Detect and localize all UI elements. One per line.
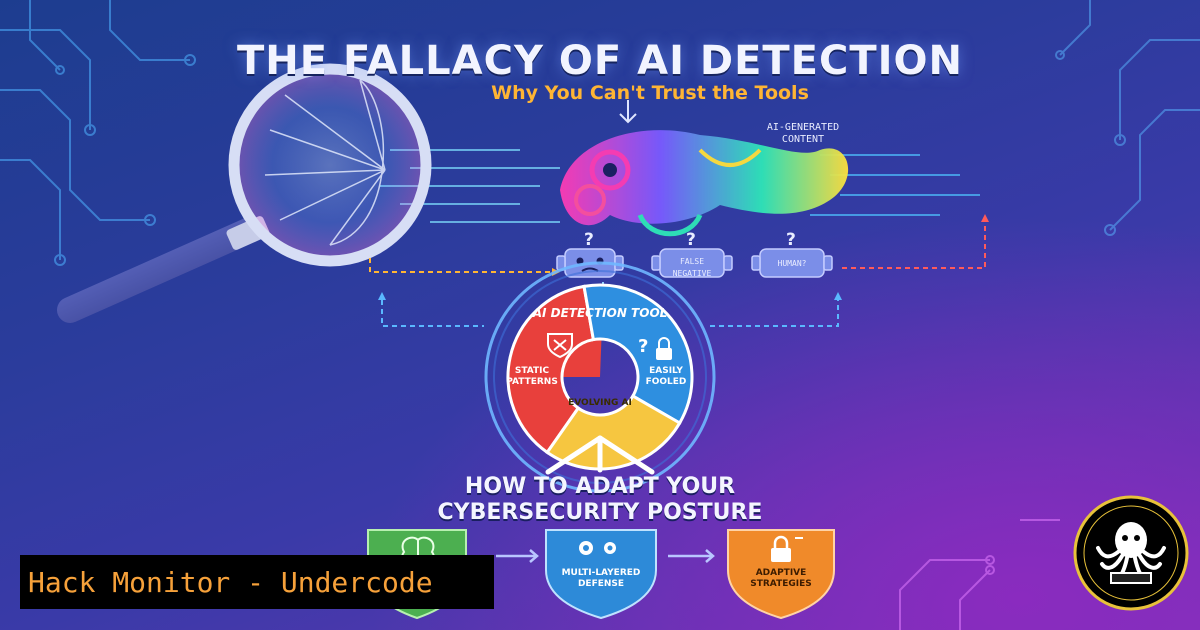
svg-text:?: ? xyxy=(686,230,696,250)
adapt-heading-line-2: CYBERSECURITY POSTURE xyxy=(437,500,763,525)
shield-x-icon xyxy=(547,333,573,359)
content-label: AI-GENERATED CONTENT xyxy=(766,122,840,145)
svg-text:?: ? xyxy=(638,336,648,357)
segment-label-evolving: EVOLVING AI xyxy=(568,398,632,408)
svg-text:?: ? xyxy=(584,230,594,250)
detection-tool-title: AI DETECTION TOOL xyxy=(532,306,668,320)
ai-chameleon-graphic xyxy=(560,130,849,237)
segment-label-fooled: EASILY FOOLED xyxy=(645,366,687,387)
lock-question-icon: ? xyxy=(638,336,672,360)
gears-icon xyxy=(579,541,616,555)
step-label-multi-layered: MULTI-LAYERED DEFENSE xyxy=(561,568,641,589)
padlock-icon xyxy=(771,535,803,562)
step-arrows xyxy=(496,549,715,563)
segment-static xyxy=(506,284,596,455)
up-arrow-icon xyxy=(545,435,655,475)
question-mark-icons: ??? xyxy=(584,230,796,250)
page-subtitle: Why You Can't Trust the Tools xyxy=(491,82,809,104)
adapt-heading: HOW TO ADAPT YOUR CYBERSECURITY POSTURE xyxy=(0,474,1200,526)
circuit-traces-left xyxy=(0,0,196,266)
magnifying-glass-icon xyxy=(57,63,432,323)
svg-text:?: ? xyxy=(786,230,796,250)
brand-banner: Hack Monitor - Undercode xyxy=(20,555,494,609)
circuit-traces-right xyxy=(1055,0,1200,236)
octopus-logo-icon xyxy=(1073,495,1189,611)
bot-label-human: HUMAN? xyxy=(777,259,807,268)
bot-label-false-negative: FALSE NEGATIVE xyxy=(672,257,712,278)
down-arrow-icon xyxy=(619,100,637,124)
brand-banner-text: Hack Monitor - Undercode xyxy=(28,565,433,599)
circuit-traces-bottom-right xyxy=(899,519,1060,630)
step-label-adaptive: ADAPTIVE STRATEGIES xyxy=(750,568,812,589)
page-title: THE FALLACY OF AI DETECTION xyxy=(236,38,964,84)
segment-fooled xyxy=(582,283,694,426)
adapt-heading-line-1: HOW TO ADAPT YOUR xyxy=(464,474,736,499)
segment-label-static: STATIC PATTERNS xyxy=(506,366,558,387)
